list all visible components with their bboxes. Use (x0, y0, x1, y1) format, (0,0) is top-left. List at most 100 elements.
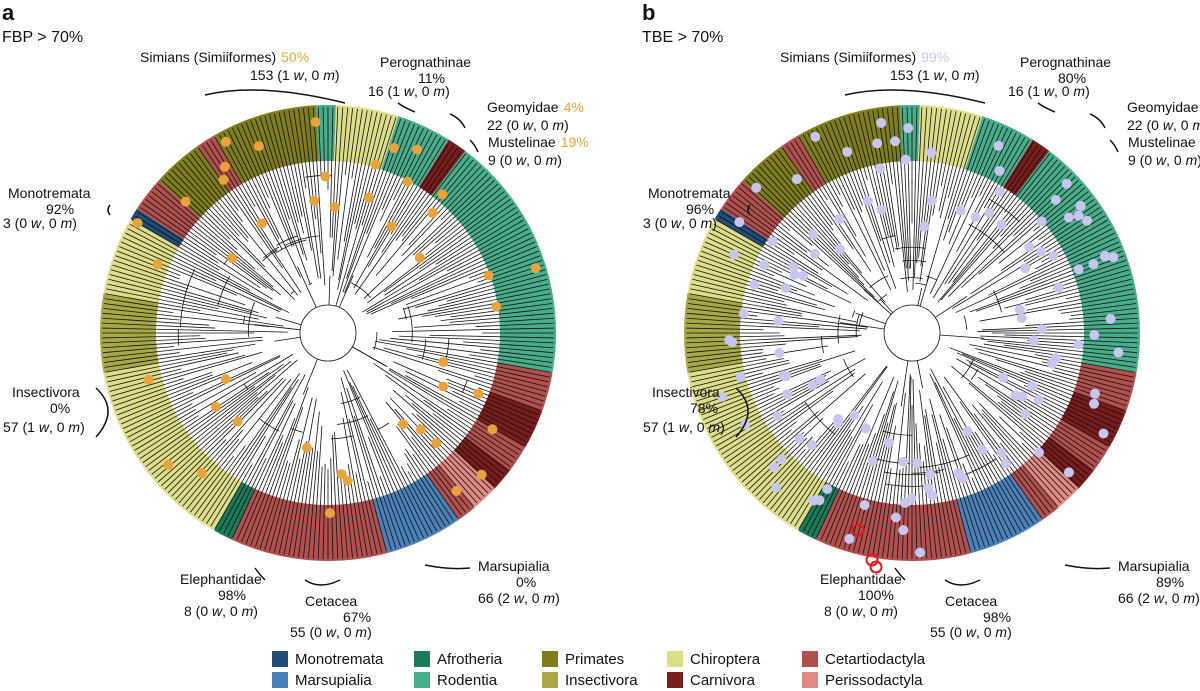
support-dot (806, 440, 817, 451)
support-dot (329, 202, 340, 213)
clade-bracket-cetacea (944, 579, 981, 586)
legend-item-monotremata: Monotremata (272, 650, 383, 668)
clade-label-elephantidae: Elephantidae (180, 571, 262, 587)
support-dot (414, 252, 425, 263)
clade-stat: 16 (1 w, 0 m) (1008, 83, 1090, 99)
support-dot (491, 301, 502, 312)
support-dot (438, 381, 449, 392)
support-dot (834, 244, 845, 255)
clade-bracket-elephantidae (894, 567, 906, 581)
highlight-circle (851, 523, 865, 537)
legend-swatch (414, 651, 430, 667)
support-dot (132, 218, 143, 229)
support-dot (912, 458, 923, 469)
support-dot (923, 483, 934, 494)
support-dot (1063, 467, 1074, 478)
clade-bracket-insectivora (735, 387, 749, 438)
support-dot (1089, 329, 1100, 340)
support-dot (1105, 313, 1116, 324)
support-dot (735, 372, 746, 383)
clade-label-monotremata: Monotremata (648, 185, 731, 201)
support-dot (849, 410, 860, 421)
legend-label: Insectivora (565, 671, 638, 689)
support-dot (890, 512, 901, 523)
support-dot (751, 182, 762, 193)
support-dot (749, 279, 760, 290)
support-dot (771, 482, 782, 493)
clade-support-pct: 19% (561, 134, 589, 150)
support-dot (1036, 324, 1047, 335)
legend-swatch (272, 651, 288, 667)
support-dot (232, 416, 243, 427)
support-dot (834, 213, 845, 224)
support-dot (1033, 394, 1044, 405)
support-dot (210, 401, 221, 412)
clade-name: Monotremata (648, 185, 731, 201)
support-dot (402, 176, 413, 187)
clade-sector-perissodactyla (438, 450, 495, 508)
support-dot (438, 357, 449, 368)
clade-label-mustelinae: Mustelinae71% (1128, 134, 1200, 150)
support-dot (860, 423, 871, 434)
clade-support-pct: 89% (1156, 574, 1184, 590)
clade-label-cetacea: Cetacea (945, 593, 997, 609)
support-dot (1061, 178, 1072, 189)
support-dot (1048, 250, 1059, 261)
support-dot (926, 195, 937, 206)
legend-swatch (802, 672, 818, 688)
support-dot (769, 462, 780, 473)
support-dot (1014, 304, 1025, 315)
clade-label-elephantidae: Elephantidae (820, 571, 902, 587)
legend-item-primates: Primates (542, 650, 624, 668)
clade-stat: 55 (0 w, 0 m) (290, 624, 372, 640)
legend-label: Rodentia (437, 671, 498, 689)
support-dot (1020, 263, 1031, 274)
clade-label-cetacea: Cetacea (305, 593, 357, 609)
support-dot (342, 475, 353, 486)
clade-bracket-insectivora (95, 387, 109, 438)
clade-bracket-perognathinae (397, 102, 416, 113)
clade-name: Geomyidae (1127, 99, 1199, 115)
legend-swatch (542, 672, 558, 688)
clade-name: Mustelinae (1128, 134, 1196, 150)
clade-bracket-simians-simiiformes (204, 89, 346, 104)
support-dot (788, 262, 799, 273)
support-dot (1073, 210, 1084, 221)
clade-support-pct: 11% (418, 70, 445, 86)
support-dot (1053, 282, 1064, 293)
support-dot (977, 444, 988, 455)
legend-label: Cetartiodactyla (825, 650, 926, 668)
clade-sector-marsupialia (956, 473, 1043, 554)
support-dot (919, 221, 930, 232)
support-dot (791, 174, 802, 185)
support-dot (906, 493, 917, 504)
support-dot (1016, 313, 1027, 324)
support-dots (132, 117, 541, 519)
clade-stat: 22 (0 w, 0 m) (1127, 117, 1200, 133)
clade-sector-chiroptera (334, 105, 399, 170)
clade-sector-cetartiodactyla (197, 135, 242, 193)
support-dot (437, 189, 448, 200)
support-dot (807, 380, 818, 391)
support-dot (180, 196, 191, 207)
support-dot (996, 447, 1007, 458)
support-dot (530, 263, 541, 274)
clade-sector-rodentia (900, 105, 920, 162)
clade-stat: 16 (1 w, 0 m) (368, 83, 450, 99)
clade-sector-cetartiodactyla (781, 135, 826, 193)
clade-stat: 66 (2 w, 0 m) (478, 590, 560, 606)
panel-letter: a (2, 0, 15, 25)
support-dot (253, 141, 264, 152)
support-dot (476, 469, 487, 480)
legend-item-marsupialia: Marsupialia (272, 671, 372, 689)
support-dot (780, 283, 791, 294)
support-dot (1034, 447, 1045, 458)
clade-sector-marsupialia (372, 473, 459, 554)
support-dot (310, 117, 321, 128)
clade-bracket-mustelinae (1109, 139, 1119, 153)
clade-name: Perognathinae (380, 54, 471, 70)
support-dot (767, 236, 778, 247)
legend-swatch (414, 672, 430, 688)
clade-stat: 3 (0 w, 0 m) (643, 215, 717, 231)
